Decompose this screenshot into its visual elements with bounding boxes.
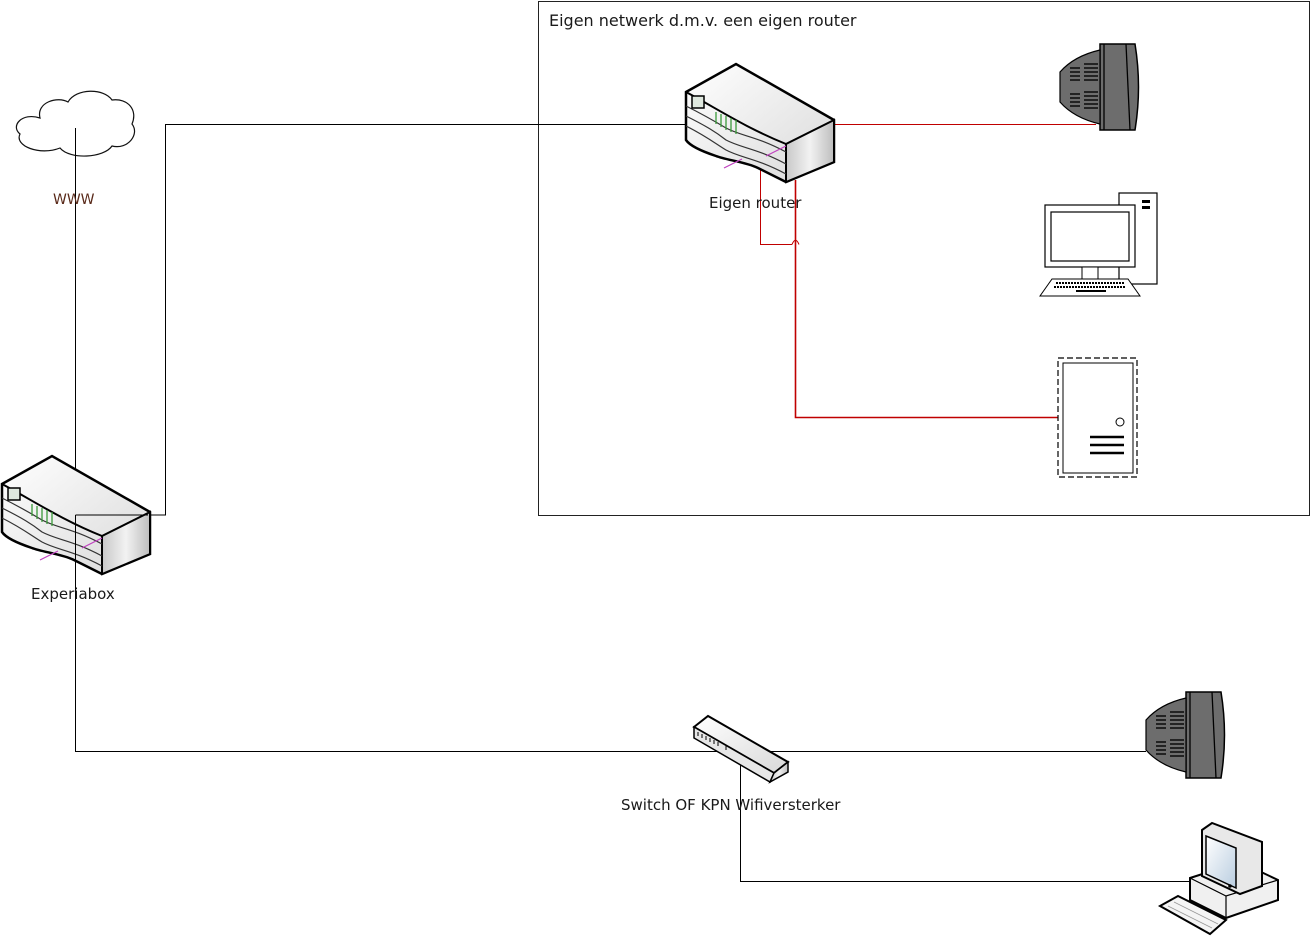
- connections-wired: [75, 124, 1192, 882]
- link-experiabox-own-router: [75, 124, 760, 516]
- www-label: WWW: [53, 192, 95, 208]
- switch-label: Switch OF KPN Wifiversterker: [621, 796, 841, 814]
- group-box-own-network: [538, 1, 1310, 516]
- experiabox-label: Experiabox: [31, 585, 115, 603]
- workstation-icon[interactable]: [1157, 821, 1279, 936]
- link-switch-workstation: [740, 752, 1192, 882]
- group-title: Eigen netwerk d.m.v. een eigen router: [549, 11, 857, 30]
- own-router-label: Eigen router: [709, 194, 802, 212]
- router-icon[interactable]: [684, 62, 836, 184]
- switch-icon[interactable]: [692, 714, 790, 784]
- link-own-router-server: [794, 180, 1100, 419]
- cloud-icon: [15, 90, 136, 157]
- server-tower-icon[interactable]: [1057, 357, 1138, 478]
- crt-monitor-icon[interactable]: [1059, 43, 1140, 131]
- link-experiabox-switch-monitor: [75, 515, 1146, 752]
- link-own-router-desktop: [760, 170, 792, 245]
- desktop-computer-icon[interactable]: [1039, 192, 1158, 297]
- crt-monitor-icon[interactable]: [1145, 691, 1226, 779]
